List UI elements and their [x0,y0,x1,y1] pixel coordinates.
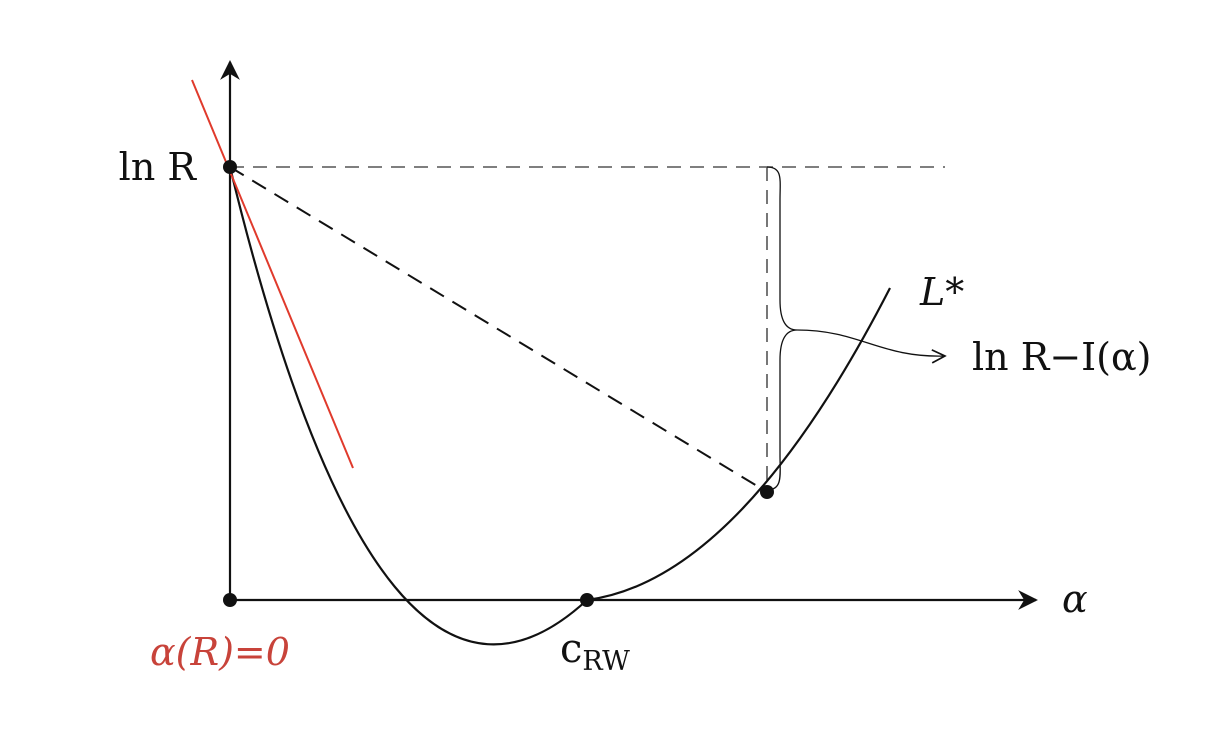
curly-brace [766,166,798,491]
brace-label: ln R−I(α) [972,335,1151,379]
ln-r-point [223,160,237,174]
secant-dashed-line [229,166,768,493]
ln-r-label: ln R [119,145,198,189]
c-rw-label: cRW [560,626,630,677]
brace-arrow [796,329,945,356]
tangent-line [191,79,354,469]
rate-function-curve [228,166,891,646]
curve-label: L* [919,270,964,314]
origin-point [223,593,237,607]
alpha-zero-label: α(R)=0 [150,630,290,674]
secant-end-point [760,485,774,499]
c-rw-point [580,593,594,607]
alpha-axis-label: α [1062,577,1088,621]
c-rw-main: c [560,626,582,672]
c-rw-subscript: RW [582,646,630,677]
